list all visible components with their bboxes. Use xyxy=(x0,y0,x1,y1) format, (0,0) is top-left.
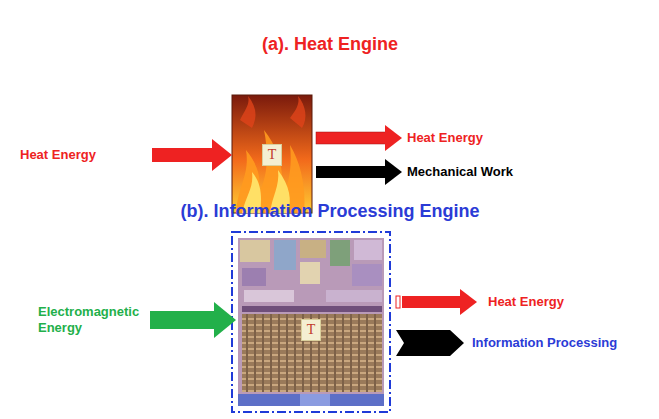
heat-input-arrow xyxy=(152,139,232,171)
energy-label: Heat Energy xyxy=(407,130,483,146)
work-label: Mechanical Work xyxy=(407,164,513,180)
fire-picture xyxy=(232,95,312,213)
chip-picture xyxy=(232,232,390,412)
temperature-symbol: T xyxy=(307,323,316,337)
chip-heat-arrow xyxy=(396,289,477,315)
energy-label: Heat Energy xyxy=(488,294,564,310)
energy-label: Electromagnetic Energy xyxy=(38,304,148,335)
heat-output-arrow xyxy=(316,125,402,151)
energy-label: Heat Energy xyxy=(20,147,96,163)
section-title: (b). Information Processing Engine xyxy=(180,201,479,223)
information-output-arrow xyxy=(396,330,464,356)
electromagnetic-input-arrow xyxy=(150,302,236,338)
section-title: (a). Heat Engine xyxy=(262,34,398,56)
output-label: Information Processing xyxy=(472,335,617,351)
work-output-arrow xyxy=(316,159,402,185)
temperature-box: T xyxy=(301,319,321,341)
temperature-symbol: T xyxy=(268,148,277,162)
temperature-box: T xyxy=(262,144,282,166)
